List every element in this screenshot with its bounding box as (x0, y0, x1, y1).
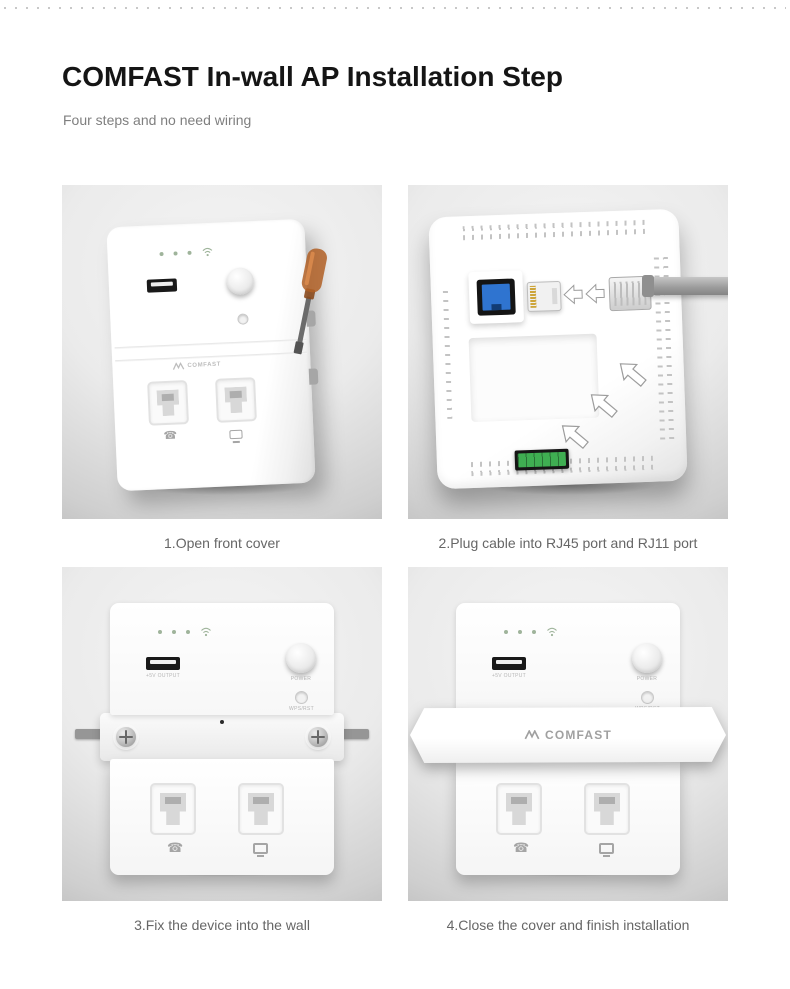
network-cable (642, 275, 728, 297)
brand-text: COMFAST (187, 361, 222, 370)
steps-grid: COMFAST ☎ (62, 185, 728, 949)
pc-icon (599, 843, 614, 857)
comfast-logo: COMFAST (410, 707, 726, 763)
step-4-image: +5V OUTPUT POWER WPS/RST ☎ (408, 567, 728, 901)
phone-icon: ☎ (167, 840, 184, 855)
rj45-port-opening (481, 283, 511, 311)
lower-faceplate: ☎ (456, 759, 680, 875)
lower-faceplate: ☎ (110, 759, 334, 875)
step-2: 2.Plug cable into RJ45 port and RJ11 por… (408, 185, 728, 567)
rj11-terminal (514, 448, 570, 471)
usb-port (146, 278, 178, 293)
rj11-jack (150, 783, 196, 835)
mounting-frame (100, 713, 344, 761)
phone-icon: ☎ (163, 429, 178, 443)
rj11-jack (147, 380, 189, 426)
rj45-jack (238, 783, 284, 835)
usb-label: +5V OUTPUT (492, 673, 526, 679)
step-caption: 4.Close the cover and finish installatio… (446, 917, 690, 933)
page-subtitle: Four steps and no need wiring (63, 112, 252, 128)
led-icon (158, 630, 162, 634)
usb-port (492, 657, 526, 670)
step-caption: 2.Plug cable into RJ45 port and RJ11 por… (438, 535, 698, 551)
jack-opening (506, 793, 532, 825)
screw-hole (220, 720, 224, 724)
comfast-logo: COMFAST (172, 361, 221, 371)
power-label: POWER (636, 676, 658, 682)
led-icon (173, 251, 178, 256)
device-mounting-view: +5V OUTPUT POWER WPS/RST ☎ (75, 603, 369, 875)
wps-label: WPS/RST (289, 706, 314, 712)
comfast-logo-icon (172, 362, 185, 370)
jack-opening (224, 386, 247, 413)
direction-arrows-icon (561, 363, 647, 450)
pc-icon (253, 843, 268, 857)
mount-tab (308, 368, 319, 385)
pc-icon (229, 429, 243, 440)
step-1-image: COMFAST ☎ (62, 185, 382, 519)
usb-label: +5V OUTPUT (146, 673, 180, 679)
jack-opening (156, 389, 179, 416)
step-3-image: +5V OUTPUT POWER WPS/RST ☎ (62, 567, 382, 901)
step-3: +5V OUTPUT POWER WPS/RST ☎ (62, 567, 382, 949)
rj11-jack (496, 783, 542, 835)
wps-button (641, 691, 654, 704)
device-cover-view: +5V OUTPUT POWER WPS/RST ☎ (410, 603, 726, 875)
screw-icon (116, 727, 136, 747)
wps-button (295, 691, 308, 704)
led-indicators (159, 247, 213, 259)
step-4: +5V OUTPUT POWER WPS/RST ☎ (408, 567, 728, 949)
usb-port (146, 657, 180, 670)
wifi-icon (547, 627, 557, 637)
step-2-image (408, 185, 728, 519)
led-icon (504, 630, 508, 634)
rj45-jack (215, 377, 257, 423)
insert-arrows-icon (563, 283, 605, 305)
jack-opening (160, 793, 186, 825)
upper-module: +5V OUTPUT POWER WPS/RST (456, 603, 680, 715)
rj45-jack (584, 783, 630, 835)
step-caption: 1.Open front cover (164, 535, 280, 551)
upper-module: +5V OUTPUT POWER WPS/RST (110, 603, 334, 715)
terminal-block (517, 451, 567, 468)
wifi-icon (201, 627, 211, 637)
led-icon (172, 630, 176, 634)
rj45-port (476, 278, 516, 316)
wifi-icon (202, 247, 213, 257)
brand-text: COMFAST (544, 728, 613, 742)
step-caption: 3.Fix the device into the wall (134, 917, 310, 933)
power-knob (632, 643, 662, 673)
led-indicators (158, 627, 212, 637)
power-label: POWER (290, 676, 312, 682)
front-cover: COMFAST (410, 707, 726, 763)
led-icon (518, 630, 522, 634)
power-knob (286, 643, 316, 673)
led-indicators (504, 627, 558, 637)
mount-tab (342, 729, 369, 739)
phone-icon: ☎ (513, 840, 530, 855)
comfast-logo-icon (524, 730, 540, 740)
mount-tab (75, 729, 102, 739)
page-title: COMFAST In-wall AP Installation Step (62, 61, 563, 92)
led-icon (532, 630, 536, 634)
jack-opening (594, 793, 620, 825)
led-icon (159, 251, 164, 257)
led-icon (187, 250, 192, 255)
jack-opening (248, 793, 274, 825)
device-rear-view (428, 208, 688, 490)
rj45-plug (526, 280, 562, 313)
led-icon (186, 630, 190, 634)
cover-plate (410, 707, 726, 763)
screw-icon (308, 727, 328, 747)
step-1: COMFAST ☎ (62, 185, 382, 567)
dotted-border (4, 7, 786, 9)
screwdriver-icon (293, 248, 327, 355)
device-front-view: COMFAST ☎ (106, 218, 327, 492)
